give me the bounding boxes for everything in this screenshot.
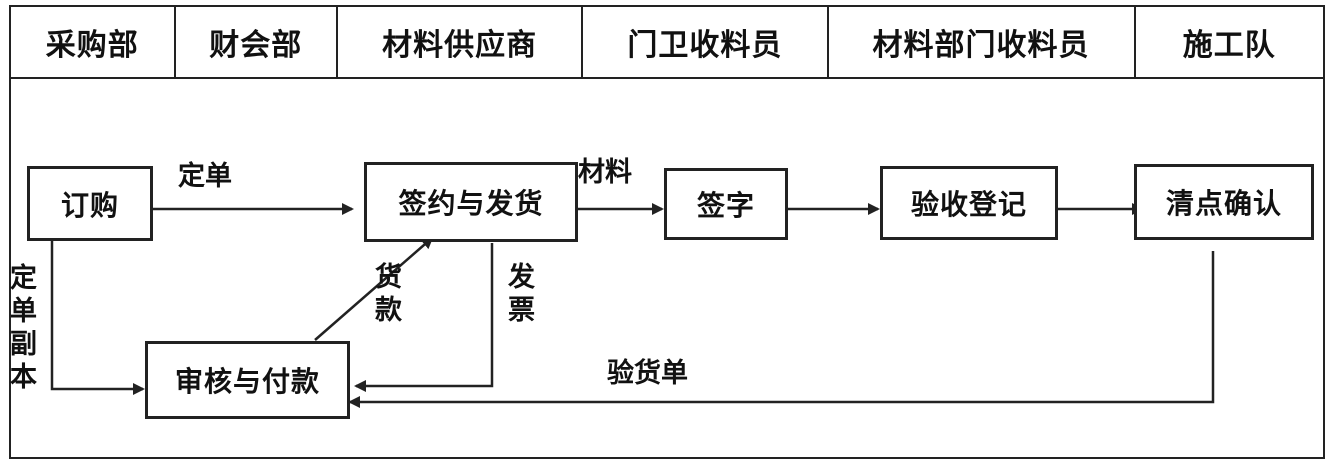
label-order-copy: 定单副本 (5, 263, 36, 395)
label-materials: 材料 (578, 157, 632, 188)
header-cell-gate-receiver: 门卫收料员 (583, 7, 829, 77)
header-cell-finance: 财会部 (176, 7, 338, 77)
node-sign-ship: 签约与发货 (364, 162, 578, 242)
node-count-confirm: 清点确认 (1134, 164, 1314, 240)
node-inspect-register: 验收登记 (880, 166, 1058, 240)
label-inspection-slip: 验货单 (607, 358, 688, 389)
node-sign: 签字 (664, 168, 788, 240)
diagram-body-frame (9, 79, 1325, 459)
header-cell-construction-team: 施工队 (1182, 28, 1276, 63)
label-invoice: 发票 (503, 262, 534, 328)
node-audit-pay: 审核与付款 (145, 341, 350, 419)
label-order-form: 定单 (178, 161, 232, 192)
node-order: 订购 (27, 166, 153, 241)
header-cell-supplier: 材料供应商 (338, 7, 584, 77)
department-header: 采购部 财会部 材料供应商 门卫收料员 材料部门收料员 施工队 (9, 5, 1325, 79)
label-payment: 货款 (370, 262, 401, 328)
header-cell-purchasing: 采购部 (11, 7, 176, 77)
header-cell-material-receiver: 材料部门收料员 (829, 7, 1136, 77)
